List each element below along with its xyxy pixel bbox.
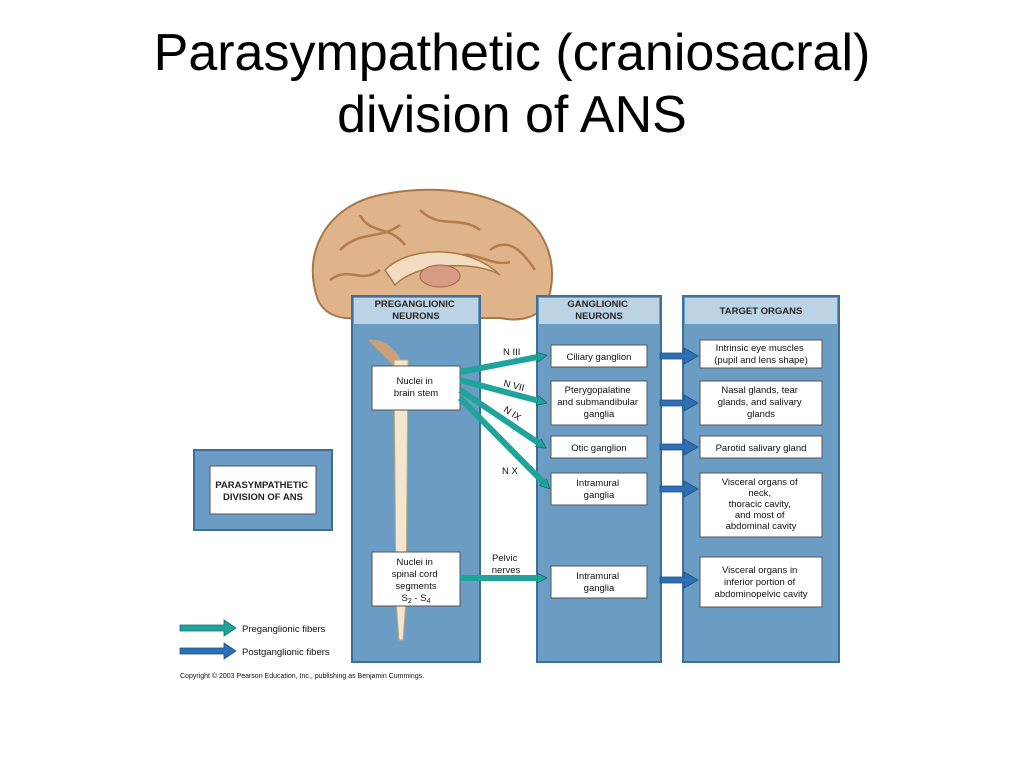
ganglionic-header: GANGLIONIC NEURONS bbox=[567, 299, 630, 322]
svg-text:Visceral organs of neck,: Visceral organs of neck, thoracic cavity… bbox=[722, 477, 801, 532]
target-visceral-2-box: Visceral organs in inferior portion of a… bbox=[699, 556, 823, 608]
target-header: TARGET ORGANS bbox=[720, 306, 803, 317]
preganglionic-header: PREGANGLIONIC NEURONS bbox=[375, 299, 458, 322]
nerve-label-n7: N VII bbox=[502, 378, 525, 394]
nerve-label-n3: N III bbox=[503, 347, 520, 358]
arrow-n7 bbox=[459, 377, 543, 402]
slide-title: Parasympathetic (craniosacral) division … bbox=[0, 22, 1024, 146]
nuclei-spinal-box: Nuclei in spinal cord segments S2 - S4 bbox=[371, 551, 461, 607]
svg-text:Intramural ganglia: Intramural ganglia bbox=[576, 478, 621, 501]
svg-text:Nuclei in spinal cord: Nuclei in spinal cord segments bbox=[392, 557, 441, 592]
ganglion-intramural-1-box: Intramural ganglia bbox=[550, 472, 648, 506]
svg-text:Postganglionic fibers: Postganglionic fibers bbox=[242, 647, 330, 658]
ganglion-ciliary-box: Ciliary ganglion bbox=[550, 344, 648, 368]
arrow-n3 bbox=[459, 356, 543, 375]
legend-preganglionic: Preganglionic fibers bbox=[179, 619, 326, 637]
svg-text:Preganglionic fibers: Preganglionic fibers bbox=[242, 624, 326, 635]
svg-text:Parotid salivary gland: Parotid salivary gland bbox=[716, 443, 807, 454]
side-label: PARASYMPATHETIC DIVISION OF ANS bbox=[193, 449, 333, 531]
target-eye-box: Intrinsic eye muscles (pupil and lens sh… bbox=[699, 339, 823, 369]
title-line-1: Parasympathetic (craniosacral) bbox=[153, 24, 871, 82]
svg-text:Intrinsic eye muscles (p: Intrinsic eye muscles (pupil and lens sh… bbox=[714, 343, 807, 366]
target-nasal-box: Nasal glands, tear glands, and salivary … bbox=[699, 380, 823, 426]
ganglion-pterygo-box: Pterygopalatine and submandibular gangli… bbox=[550, 380, 648, 426]
ganglion-intramural-2-box: Intramural ganglia bbox=[550, 565, 648, 599]
arrow-n10 bbox=[457, 395, 547, 486]
arrow-n9 bbox=[458, 387, 543, 446]
preganglionic-arrows bbox=[457, 356, 547, 578]
svg-text:Otic ganglion: Otic ganglion bbox=[571, 443, 626, 454]
ganglion-otic-box: Otic ganglion bbox=[550, 435, 648, 459]
spinal-segments-range: S2 - S4 bbox=[402, 593, 431, 605]
legend: Preganglionic fibers Postganglionic fibe… bbox=[179, 619, 330, 660]
svg-text:Nasal glands, tear gland: Nasal glands, tear glands, and salivary … bbox=[718, 385, 805, 420]
svg-text:Ciliary ganglion: Ciliary ganglion bbox=[567, 352, 632, 363]
svg-text:Pterygopalatine and subm: Pterygopalatine and submandibular gangli… bbox=[557, 385, 640, 420]
postganglionic-arrows bbox=[659, 347, 699, 589]
svg-text:Visceral organs in infer: Visceral organs in inferior portion of a… bbox=[715, 565, 808, 600]
svg-text:Nuclei in brain stem: Nuclei in brain stem bbox=[394, 376, 438, 399]
copyright-text: Copyright © 2003 Pearson Education, Inc.… bbox=[180, 672, 424, 680]
side-label-text: PARASYMPATHETIC DIVISION OF ANS bbox=[215, 480, 311, 503]
preganglionic-column: PREGANGLIONIC NEURONS bbox=[351, 295, 481, 663]
legend-postganglionic: Postganglionic fibers bbox=[179, 642, 330, 660]
nerve-label-n10: N X bbox=[502, 466, 519, 477]
nerve-label-pelvic: Pelvic nerves bbox=[492, 553, 521, 576]
title-line-2: division of ANS bbox=[337, 86, 687, 144]
svg-text:Intramural ganglia: Intramural ganglia bbox=[576, 571, 621, 594]
target-parotid-box: Parotid salivary gland bbox=[699, 435, 823, 459]
nuclei-brain-stem-box: Nuclei in brain stem bbox=[371, 365, 461, 411]
target-visceral-1-box: Visceral organs of neck, thoracic cavity… bbox=[699, 472, 823, 538]
